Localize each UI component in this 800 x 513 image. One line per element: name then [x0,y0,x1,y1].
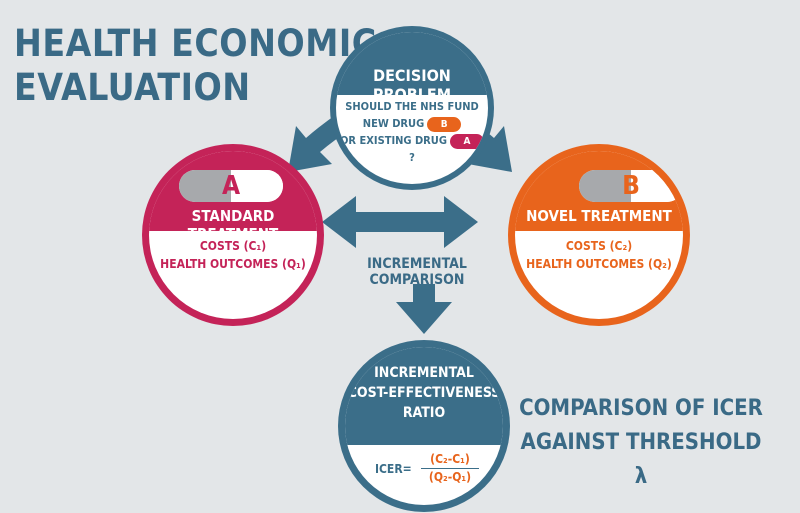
standard-heading: STANDARD TREATMENT [187,207,279,243]
title-line-1: HEALTH ECONOMIC [14,22,377,65]
pill-a: A [179,170,283,202]
icer-numerator: (C₂-C₁) [421,451,479,469]
arrow-double-horizontal [322,196,478,248]
decision-line-2: NEW DRUG [362,117,425,130]
pill-b-letter: B [622,171,640,201]
threshold-line-1: COMPARISON OF ICER [519,396,763,421]
icer-line-2: COST-EFFECTIVENESS [347,385,501,401]
standard-costs: COSTS (C₁) [199,239,267,253]
novel-heading: NOVEL TREATMENT [526,207,672,225]
pill-a-letter: A [221,171,241,201]
pill-a-mini: A [449,133,484,149]
novel-treatment-circle: B NOVEL TREATMENT COSTS (C₂) HEALTH OUTC… [508,144,690,326]
decision-line-1: SHOULD THE NHS FUND [345,100,479,113]
decision-problem-circle: DECISION PROBLEM SHOULD THE NHS FUND NEW… [330,26,494,190]
icer-formula: ICER= (C₂-C₁) (Q₂-Q₁) [345,451,503,491]
decision-line-4: ? [409,151,415,164]
standard-outcomes: HEALTH OUTCOMES (Q₁) [160,257,306,271]
decision-heading: DECISION PROBLEM [372,66,452,104]
icer-circle: INCREMENTAL COST-EFFECTIVENESS RATIO ICE… [338,340,510,512]
incremental-comparison-label: INCREMENTAL COMPARISON [367,256,467,288]
pill-b: B [579,170,683,202]
standard-treatment-circle: A STANDARD TREATMENT COSTS (C₁) HEALTH O… [142,144,324,326]
icer-line-1: INCREMENTAL [374,365,474,381]
threshold-comparison-text: COMPARISON OF ICER AGAINST THRESHOLD λ [516,392,766,494]
pill-b-mini: B [427,116,462,132]
icer-formula-label: ICER= [375,462,412,476]
novel-costs: COSTS (C₂) [565,239,633,253]
novel-outcomes: HEALTH OUTCOMES (Q₂) [526,257,672,271]
threshold-line-2: AGAINST THRESHOLD λ [520,430,762,489]
title-line-2: EVALUATION [14,66,251,109]
arrow-down-to-icer [396,284,452,334]
page-title: HEALTH ECONOMIC EVALUATION [14,22,377,110]
decision-line-3: OR EXISTING DRUG [340,134,447,147]
icer-denominator: (Q₂-Q₁) [428,470,472,484]
icer-line-3: RATIO [402,405,446,421]
